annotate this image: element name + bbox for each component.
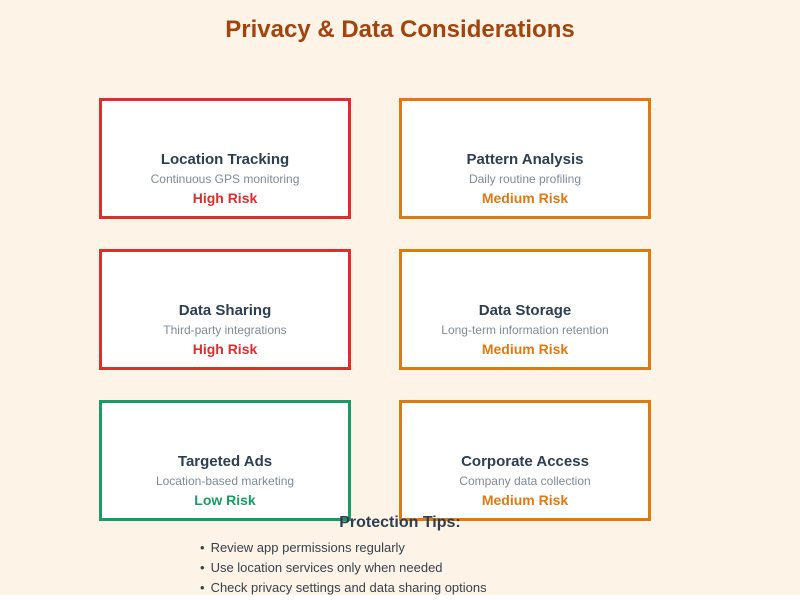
card-subtitle: Long-term information retention — [441, 323, 609, 337]
risk-badge: High Risk — [192, 190, 258, 206]
protection-tips-heading: Protection Tips: — [339, 514, 461, 531]
tip-text: Check privacy settings and data sharing … — [210, 580, 487, 595]
card-targeted-ads: Targeted Ads Location-based marketing Lo… — [99, 400, 351, 521]
card-corporate-access: Corporate Access Company data collection… — [399, 400, 651, 521]
bullet-icon: • — [200, 560, 205, 575]
card-title: Pattern Analysis — [466, 151, 584, 168]
card-title: Location Tracking — [160, 151, 290, 168]
risk-badge: Medium Risk — [481, 492, 569, 508]
bullet-icon: • — [200, 580, 205, 595]
risk-badge: High Risk — [192, 341, 258, 357]
card-subtitle: Third-party integrations — [163, 323, 287, 337]
card-title: Corporate Access — [461, 453, 589, 470]
risk-badge: Medium Risk — [481, 190, 569, 206]
card-subtitle: Daily routine profiling — [468, 172, 582, 186]
tip-item: • Review app permissions regularly — [200, 538, 800, 558]
protection-tips-section: Protection Tips: • Review app permissions… — [0, 513, 800, 598]
risk-badge: Low Risk — [194, 492, 256, 508]
card-title: Data Sharing — [178, 302, 272, 319]
tip-item: • Check privacy settings and data sharing… — [200, 578, 800, 598]
tip-text: Use location services only when needed — [210, 560, 443, 575]
card-location-tracking: Location Tracking Continuous GPS monitor… — [99, 98, 351, 219]
tip-text: Review app permissions regularly — [210, 540, 405, 555]
protection-tips-list: • Review app permissions regularly • Use l… — [200, 538, 800, 598]
card-title: Targeted Ads — [177, 453, 273, 470]
card-subtitle: Location-based marketing — [155, 474, 295, 488]
risk-card-grid: Location Tracking Continuous GPS monitor… — [99, 98, 651, 521]
card-subtitle: Continuous GPS monitoring — [150, 172, 300, 186]
card-data-sharing: Data Sharing Third-party integrations Hi… — [99, 249, 351, 370]
card-subtitle: Company data collection — [459, 474, 591, 488]
card-data-storage: Data Storage Long-term information reten… — [399, 249, 651, 370]
tip-item: • Use location services only when needed — [200, 558, 800, 578]
card-title: Data Storage — [478, 302, 572, 319]
card-pattern-analysis: Pattern Analysis Daily routine profiling… — [399, 98, 651, 219]
bottom-edge — [0, 595, 800, 600]
risk-badge: Medium Risk — [481, 341, 569, 357]
bullet-icon: • — [200, 540, 205, 555]
page-title: Privacy & Data Considerations — [225, 16, 575, 43]
